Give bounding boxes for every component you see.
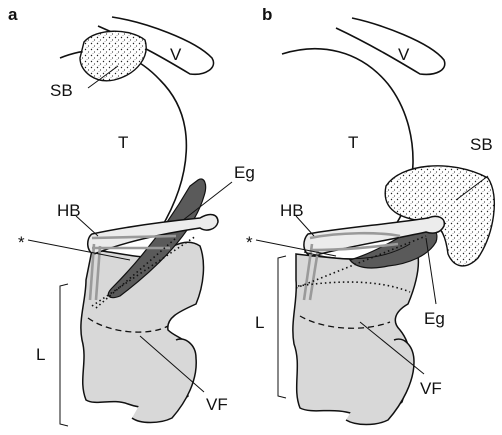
label-epiglottis-b: Eg bbox=[424, 309, 445, 328]
label-hyoid: HB bbox=[57, 201, 81, 220]
asterisk-marker: * bbox=[18, 233, 25, 252]
label-larynx: L bbox=[36, 345, 45, 364]
label-tongue-b: T bbox=[348, 133, 358, 152]
label-tongue: T bbox=[118, 133, 128, 152]
asterisk-marker-b: * bbox=[246, 233, 253, 252]
panel-label-a: a bbox=[8, 5, 18, 24]
label-vocal-fold-b: VF bbox=[420, 379, 442, 398]
label-larynx-b: L bbox=[255, 313, 264, 332]
label-velum: V bbox=[170, 45, 182, 64]
panel-a: a V SB T Eg HB * VF bbox=[8, 5, 255, 426]
panel-label-b: b bbox=[262, 5, 272, 24]
velum-shape-b bbox=[336, 18, 445, 74]
label-bolus-b: SB bbox=[470, 135, 493, 154]
label-velum-b: V bbox=[398, 45, 410, 64]
label-hyoid-b: HB bbox=[280, 201, 304, 220]
bracket-larynx-b bbox=[278, 256, 286, 398]
panel-b: b V T SB Eg HB * VF bbox=[246, 5, 494, 425]
label-vocal-fold: VF bbox=[206, 395, 228, 414]
label-bolus: SB bbox=[50, 81, 73, 100]
label-epiglottis: Eg bbox=[234, 163, 255, 182]
swallowed-bolus bbox=[80, 31, 146, 81]
bracket-larynx bbox=[60, 284, 68, 426]
